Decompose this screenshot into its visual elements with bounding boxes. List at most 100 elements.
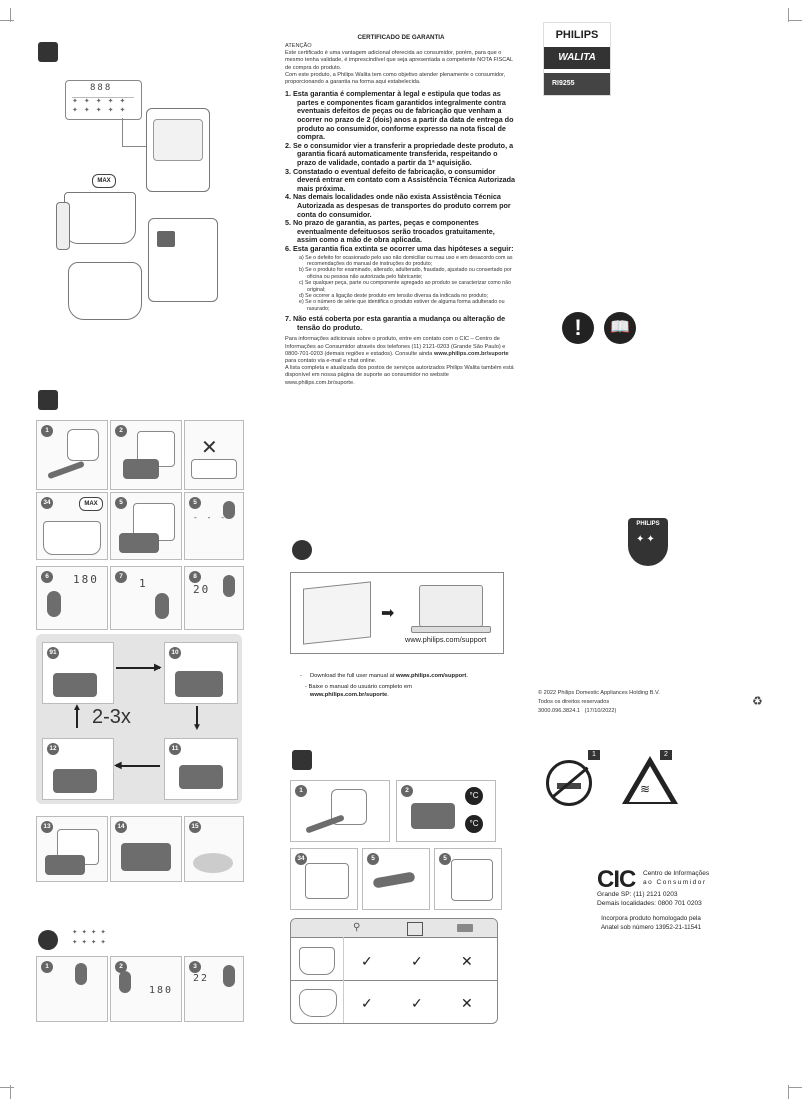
warranty-item: 5. No prazo de garantia, as partes, peça… — [285, 218, 495, 245]
check-icon: ✓ — [411, 995, 423, 1011]
crop-mark — [788, 8, 789, 22]
arrow-right-icon: ➡ — [381, 605, 395, 622]
lcd-display: 888 — [90, 83, 113, 93]
step-panel: 34 MAX — [36, 492, 108, 560]
step-panel: 5 - - - — [184, 492, 244, 560]
philips-logo: PHILIPS — [555, 29, 599, 41]
recycle-icon: ♻ — [752, 694, 763, 708]
cross-icon: ✕ — [461, 995, 473, 1011]
preset-icons: ✦✦✦✦✦ — [72, 107, 132, 114]
step-panel: 5 — [434, 848, 502, 910]
warning-icon: ! — [562, 312, 594, 344]
download-en: - Download the full user manual at www.p… — [300, 673, 468, 679]
step-panel: 2 °C °C — [396, 780, 496, 842]
philips-shield-logo: PHILIPS ✦✦ — [628, 518, 668, 566]
anatel-note: Incorpora produto homologado pela Anatel… — [600, 915, 702, 931]
menu-icon — [38, 930, 58, 950]
control-panel-diagram: 888 ✦✦✦✦✦ ✦✦✦✦✦ — [65, 80, 142, 120]
warranty-section: CERTIFICADO DE GARANTIA ATENÇÃO Este cer… — [285, 34, 517, 387]
attention-label: ATENÇÃO — [285, 43, 312, 49]
support-link[interactable]: www.philips.com.br/suporte — [433, 350, 509, 357]
crop-mark — [0, 1087, 14, 1088]
crop-mark — [10, 8, 11, 22]
warranty-intro: Com este produto, a Philips Walita tem c… — [285, 71, 506, 86]
repeat-cycle-box: 91 10 ▶ ▼ ▲ ◀ 2-3x 12 11 — [36, 634, 242, 804]
crop-mark — [788, 20, 802, 21]
brand-block: PHILIPS WALITA RI9255 — [543, 22, 611, 96]
warranty-item: 4. Nas demais localidades onde não exist… — [285, 192, 511, 219]
warranty-subitem: d) Se ocorrer a ligação deste produto em… — [299, 292, 489, 299]
legal-footer: © 2022 Philips Domestic Appliances Holdi… — [538, 690, 660, 714]
hot-thermometer-icon: °C — [465, 787, 483, 805]
step-panel: 34 — [290, 848, 358, 910]
check-icon: ✓ — [361, 995, 373, 1011]
preset-icons: ✦✦✦✦✦ — [72, 98, 132, 105]
repeat-count: 2-3x — [92, 706, 131, 728]
check-icon: ✓ — [411, 953, 423, 969]
cross-icon: ✕ — [461, 953, 473, 969]
max-marker: MAX — [92, 174, 116, 188]
laptop-illustration — [419, 585, 483, 627]
step-panel: 15 — [184, 816, 244, 882]
warranty-item: 6. Esta garantia fica extinta se ocorrer… — [285, 243, 514, 253]
airfryer-illustration — [146, 108, 210, 192]
warranty-item: 7. Não está coberta por esta garantia a … — [285, 314, 506, 332]
support-url: www.philips.com/support — [405, 635, 487, 644]
warranty-subitem: e) Se o número de série que identifica o… — [299, 299, 505, 312]
model-number: RI9255 — [544, 73, 610, 95]
basket-thumbnail — [299, 947, 335, 975]
step-panel: 14 — [110, 816, 182, 882]
cross-icon: ✕ — [201, 437, 218, 459]
box-icon — [38, 42, 58, 62]
step-panel: 8 20 — [184, 566, 244, 630]
step-panel: 1 — [36, 420, 108, 490]
manual-illustration — [303, 581, 371, 645]
warning-badge: 2 — [660, 750, 672, 760]
basket-illustration — [64, 192, 136, 244]
warranty-title: CERTIFICADO DE GARANTIA — [357, 34, 445, 41]
download-pt: - Baixe o manual do usuário completo em … — [305, 684, 412, 698]
step-panel: 3 22 — [184, 956, 244, 1022]
sponge-icon — [457, 924, 473, 932]
cold-thermometer-icon: °C — [465, 815, 483, 833]
step-panel: 1 — [290, 780, 390, 842]
step-panel: 2 — [110, 420, 182, 490]
warranty-subitem: c) Se qualquer peça, parte ou componente… — [299, 280, 512, 293]
basket-handle — [56, 202, 70, 250]
warranty-subitem: a) Se o defeito for ocasionado pelo uso … — [299, 254, 513, 267]
step-panel: ✕ — [184, 420, 244, 490]
dishwasher-icon — [407, 922, 423, 936]
cic-logo: CIC — [597, 866, 636, 893]
crop-mark — [788, 1087, 802, 1088]
globe-search-icon — [292, 540, 312, 560]
step-panel: 13 — [36, 816, 108, 882]
faucet-icon: ⚲ — [353, 922, 361, 933]
warranty-item: 2. Se o consumidor vier a transferir a p… — [285, 140, 514, 167]
step-panel: 5 — [110, 492, 182, 560]
support-diagram: ➡ www.philips.com/support — [290, 572, 504, 654]
warranty-item: 3. Constatado o eventual defeito de fabr… — [285, 166, 515, 193]
warning-badge: 1 — [588, 750, 600, 760]
step-panel: 7 1 — [110, 566, 182, 630]
crop-mark — [0, 20, 14, 21]
step-panel: 1 — [36, 956, 108, 1022]
warranty-intro: Este certificado é uma vantagem adiciona… — [285, 50, 513, 71]
read-manual-icon: 📖 — [604, 312, 636, 344]
step-panel: 6 180 — [36, 566, 108, 630]
contact-info: A lista completa e atualizada dos postos… — [285, 365, 514, 386]
preset-icons: ✦✦✦✦ — [72, 939, 110, 946]
cleaning-table: ⚲ ✓ ✓ ✕ ✓ ✓ ✕ — [290, 918, 498, 1024]
cic-phones: Grande SP: (11) 2121 0203 Demais localid… — [597, 891, 702, 907]
check-icon: ✓ — [361, 953, 373, 969]
pan-thumbnail — [299, 989, 337, 1017]
cleaning-icon — [292, 750, 312, 770]
no-hot-surface-icon — [546, 760, 592, 806]
preset-icons: ✦✦✦✦ — [72, 929, 110, 936]
warranty-item: 1. Esta garantia é complementar à legal … — [285, 89, 514, 142]
airfryer-side-illustration — [148, 218, 218, 302]
warranty-subitem: b) Se o produto for examinado, alterado,… — [299, 267, 512, 280]
crop-mark — [10, 1085, 11, 1099]
step-panel: 2 180 — [110, 956, 182, 1022]
crop-mark — [788, 1085, 789, 1099]
walita-logo: WALITA — [544, 47, 610, 69]
